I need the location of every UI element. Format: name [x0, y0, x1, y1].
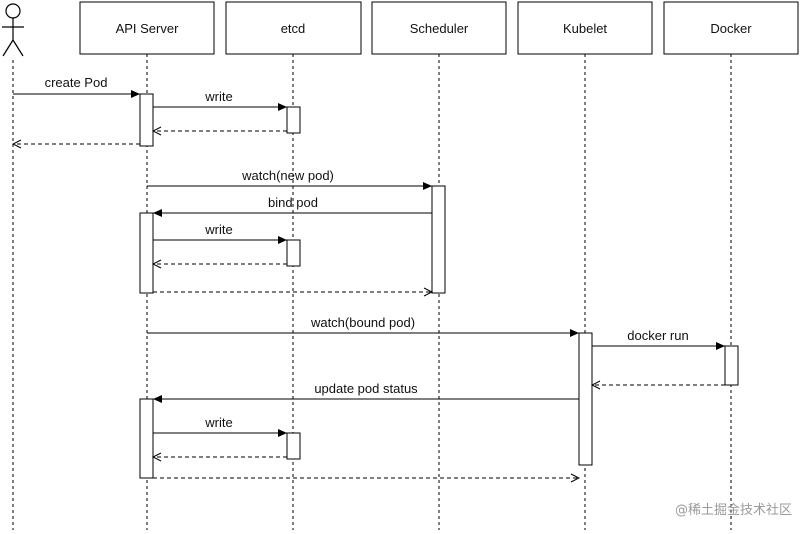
activation-api-server: [139, 212, 154, 294]
participant-etcd: etcd: [225, 1, 362, 55]
watermark-text: @稀土掘金技术社区: [675, 502, 792, 518]
message-label: create Pod: [45, 75, 108, 90]
message-label: update pod status: [314, 381, 418, 396]
participant-api-server: API Server: [79, 1, 215, 55]
activation-docker: [724, 345, 739, 386]
message-label: watch(bound pod): [310, 315, 415, 330]
participant-label: Kubelet: [563, 21, 607, 36]
message-label: bind pod: [268, 195, 318, 210]
activation-etcd: [286, 432, 301, 460]
participant-scheduler: Scheduler: [371, 1, 507, 55]
activation-api-server: [139, 93, 154, 147]
activation-api-server: [139, 398, 154, 479]
activation-etcd: [286, 239, 301, 267]
participant-docker: Docker: [663, 1, 799, 55]
actor-user: [2, 3, 24, 57]
participant-label: API Server: [116, 21, 180, 36]
participant-kubelet: Kubelet: [517, 1, 653, 55]
message-label: docker run: [627, 328, 688, 343]
activation-etcd: [286, 106, 301, 134]
participant-label: Docker: [710, 21, 752, 36]
message-label: write: [204, 222, 232, 237]
message-label: write: [204, 89, 232, 104]
participant-label: Scheduler: [410, 21, 469, 36]
message-label: write: [204, 415, 232, 430]
activation-scheduler: [431, 185, 446, 294]
message-label: watch(new pod): [241, 168, 334, 183]
participant-label: etcd: [281, 21, 306, 36]
activation-kubelet: [578, 332, 593, 466]
